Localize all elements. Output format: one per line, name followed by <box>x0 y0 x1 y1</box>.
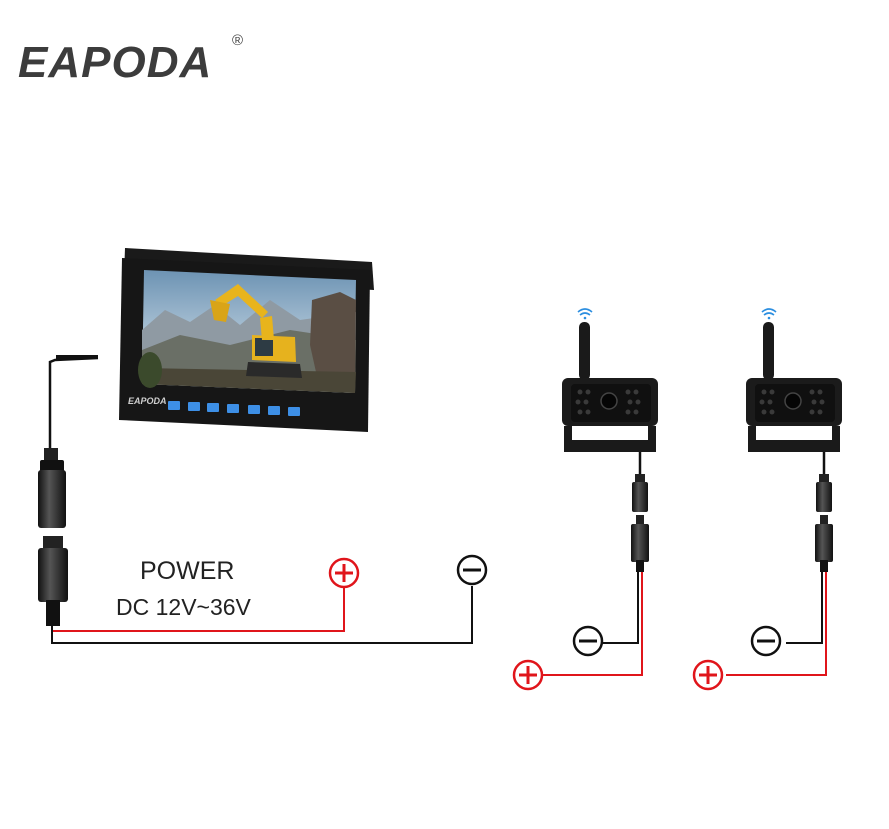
camera-bracket <box>564 426 656 452</box>
power-negative-icon <box>456 554 488 586</box>
wifi-icon <box>577 308 593 320</box>
dc-female-connector <box>38 470 66 528</box>
camera-dc-male <box>631 524 649 562</box>
monitor-cable <box>38 355 99 626</box>
camera-bracket <box>748 426 840 452</box>
camera-2 <box>692 308 842 691</box>
camera-antenna <box>763 322 774 380</box>
dc-male-connector <box>38 548 68 602</box>
monitor-button-2[interactable] <box>188 402 200 411</box>
monitor-button-3[interactable] <box>207 403 219 412</box>
negative-power-wire <box>51 586 473 644</box>
brand-logo: EAPODA ® <box>18 32 243 88</box>
camera-positive-wire <box>542 572 643 676</box>
monitor-button-5[interactable] <box>248 405 260 414</box>
power-label: POWER <box>140 557 235 585</box>
brand-logo-text: EAPODA <box>18 38 213 87</box>
camera-positive-icon <box>692 659 724 691</box>
camera-dc-female <box>816 482 832 512</box>
positive-power-wire <box>51 588 345 632</box>
monitor-screen <box>138 270 356 393</box>
camera-dc-female <box>632 482 648 512</box>
monitor-brand-label: EAPODA <box>128 396 167 406</box>
wifi-icon <box>761 308 777 320</box>
monitor: EAPODA <box>119 248 374 432</box>
camera-lens <box>600 392 618 410</box>
power-positive-icon <box>328 557 360 589</box>
monitor-buttons <box>168 401 300 416</box>
camera-negative-icon <box>750 625 782 657</box>
excavator-image <box>210 284 302 378</box>
monitor-button-7[interactable] <box>288 407 300 416</box>
camera-1 <box>512 308 658 691</box>
camera-negative-icon <box>572 625 604 657</box>
registered-mark: ® <box>232 32 245 49</box>
camera-positive-wire <box>726 572 827 676</box>
camera-negative-wire <box>786 572 823 644</box>
camera-dc-male <box>815 524 833 562</box>
monitor-button-1[interactable] <box>168 401 180 410</box>
power-spec-label: DC 12V~36V <box>116 594 251 620</box>
camera-antenna <box>579 322 590 380</box>
power-wires <box>51 586 473 644</box>
monitor-button-4[interactable] <box>227 404 239 413</box>
camera-negative-wire <box>602 572 639 644</box>
camera-positive-icon <box>512 659 544 691</box>
camera-lens <box>784 392 802 410</box>
monitor-button-6[interactable] <box>268 406 280 415</box>
